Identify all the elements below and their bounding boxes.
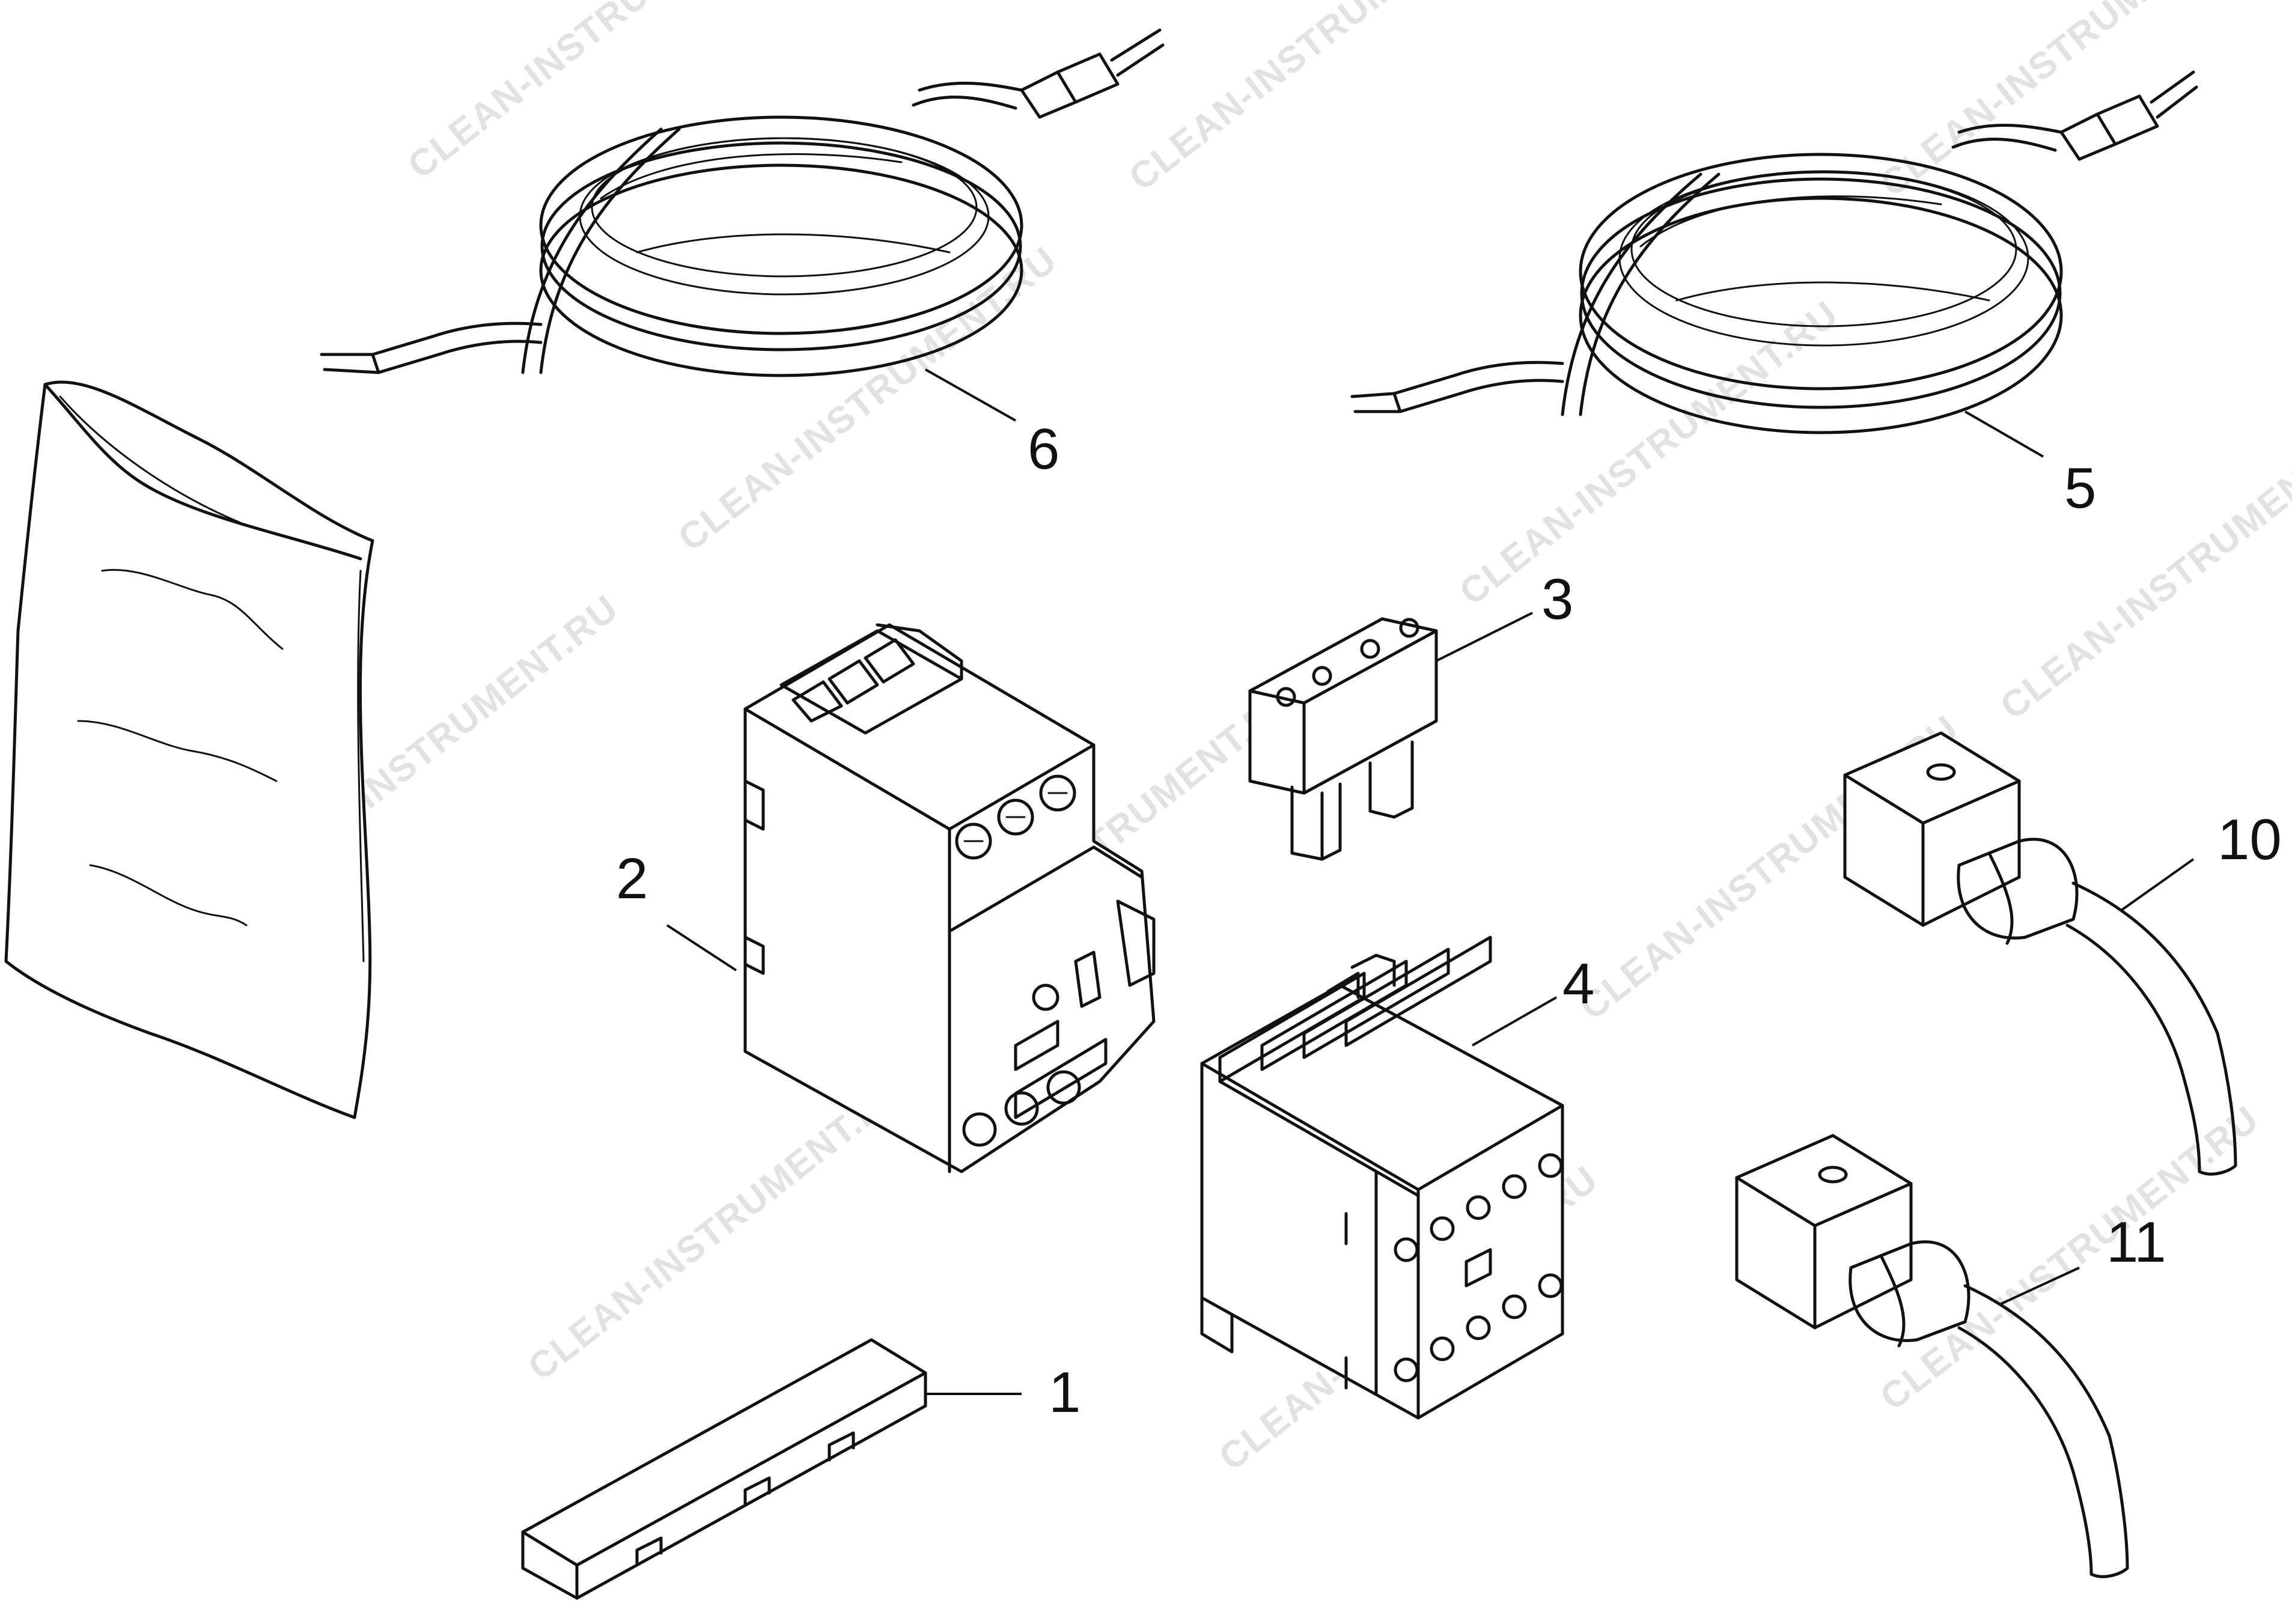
callout-4: 4 (1562, 952, 1594, 1016)
callout-6: 6 (1028, 417, 1059, 481)
callout-11: 11 (2106, 1210, 2166, 1274)
watermark: CLEAN-INSTRUMENT.RU (1873, 0, 2267, 205)
leader-10 (2120, 858, 2195, 911)
leader-6 (925, 368, 1016, 422)
watermark: CLEAN-INSTRUMENT.RU (1121, 0, 1516, 199)
cable-coil-6 (320, 28, 1165, 377)
watermark: CLEAN-INSTRUMENT.RU (520, 1068, 915, 1388)
leader-5 (1964, 410, 2044, 458)
callout-10: 10 (2217, 807, 2282, 872)
terminal-bar (521, 1338, 927, 1600)
leader-11 (2001, 1267, 2080, 1305)
motor-protection-switch (743, 623, 1156, 1173)
callout-5: 5 (2064, 456, 2096, 520)
bag (4, 380, 374, 1119)
valve-connector-10 (1843, 731, 2237, 1176)
callout-3: 3 (1541, 567, 1573, 631)
callout-1: 1 (1049, 1360, 1080, 1425)
leader-3 (1436, 612, 1533, 662)
watermark: CLEAN-INSTRUMENT.RU (1452, 293, 1846, 613)
leader-4 (1472, 996, 1557, 1047)
blade-fuse (1248, 617, 1438, 861)
valve-connector-11 (1735, 1134, 2129, 1578)
watermark: CLEAN-INSTRUMENT.RU (1873, 1098, 2267, 1419)
cable-coil-5 (1350, 70, 2198, 434)
watermark: CLEAN-INSTRUMENT.RU (400, 0, 794, 187)
callout-2: 2 (616, 847, 648, 911)
watermark: CLEAN-INSTRUMENT.RU (1993, 407, 2292, 728)
contactor (1200, 935, 1564, 1420)
leader-2 (666, 924, 737, 972)
